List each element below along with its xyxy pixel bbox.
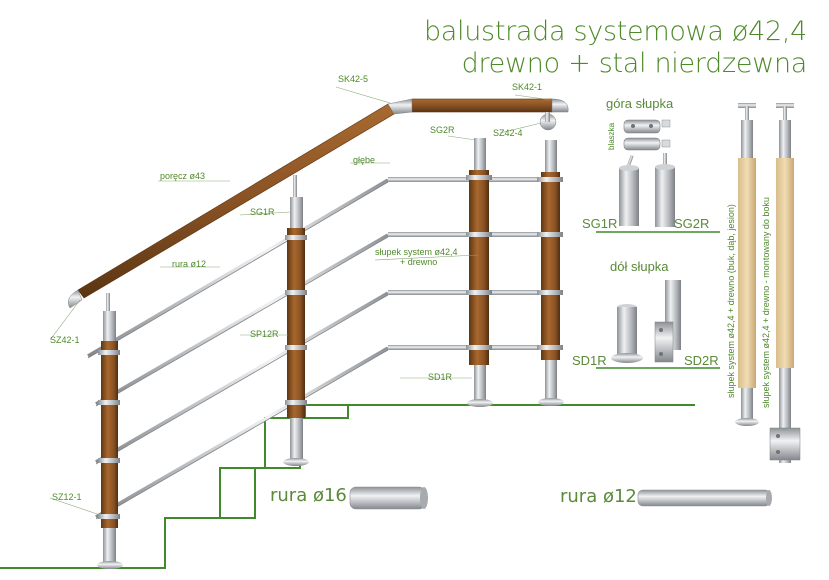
standalone-post-1 — [735, 103, 759, 426]
label-blaszka: blaszka — [607, 122, 616, 150]
post-1 — [97, 293, 123, 569]
label-rura12-tube: rura ø12 — [560, 486, 637, 507]
label-sk42-5: SK42-5 — [338, 74, 369, 84]
label-sg2r: SG2R — [430, 125, 455, 135]
label-sg1r: SG1R — [250, 207, 275, 217]
top-part-sg2r: SG2R — [674, 216, 710, 231]
rail-connectors — [98, 175, 563, 519]
post-3 — [467, 138, 493, 407]
label-sz12-1: SZ12-1 — [52, 492, 82, 502]
post-4 — [538, 140, 564, 406]
title-line-1: balustrada systemowa ø42,4 — [423, 16, 807, 47]
label-rura12: rura ø12 — [172, 259, 207, 269]
label-sd1r: SD1R — [428, 372, 453, 382]
top-part-sg1r: SG1R — [582, 216, 618, 231]
handrail — [68, 98, 569, 309]
label-rura16: rura ø16 — [270, 485, 347, 506]
label-porecz: poręcz ø43 — [160, 171, 206, 181]
label-sz42-1: SZ42-1 — [50, 335, 80, 345]
label-glebe: głębe — [353, 155, 376, 165]
top-part-detail — [596, 119, 720, 233]
top-part-title: góra słupka — [606, 96, 674, 111]
rails — [87, 178, 389, 519]
label-sp12r: SP12R — [250, 329, 279, 339]
post-2 — [283, 175, 309, 466]
label-slupek-1: słupek system ø42,4 — [375, 247, 458, 257]
bottom-part-detail — [596, 280, 720, 369]
label-post-right: słupek system ø42,4 + drewno - montowany… — [761, 197, 771, 408]
label-slupek-2: + drewno — [400, 257, 438, 267]
label-post-left: słupek system ø42,4 + drewno (buk, dąb, … — [726, 204, 736, 398]
leader-lines — [49, 86, 553, 516]
bottom-part-sd2r: SD2R — [684, 353, 719, 368]
label-sk42-1: SK42-1 — [512, 82, 543, 92]
bottom-part-title: dół słupka — [610, 259, 669, 274]
standalone-post-2 — [769, 103, 801, 463]
bottom-part-sd1r: SD1R — [572, 353, 607, 368]
label-sz42-4: SZ42-4 — [493, 128, 523, 138]
tube-12 — [637, 489, 772, 507]
tube-16 — [349, 486, 428, 510]
title-line-2: drewno + stal nierdzewna — [461, 48, 808, 79]
rails-shade — [87, 181, 389, 520]
stair-outline-steps — [0, 405, 349, 569]
